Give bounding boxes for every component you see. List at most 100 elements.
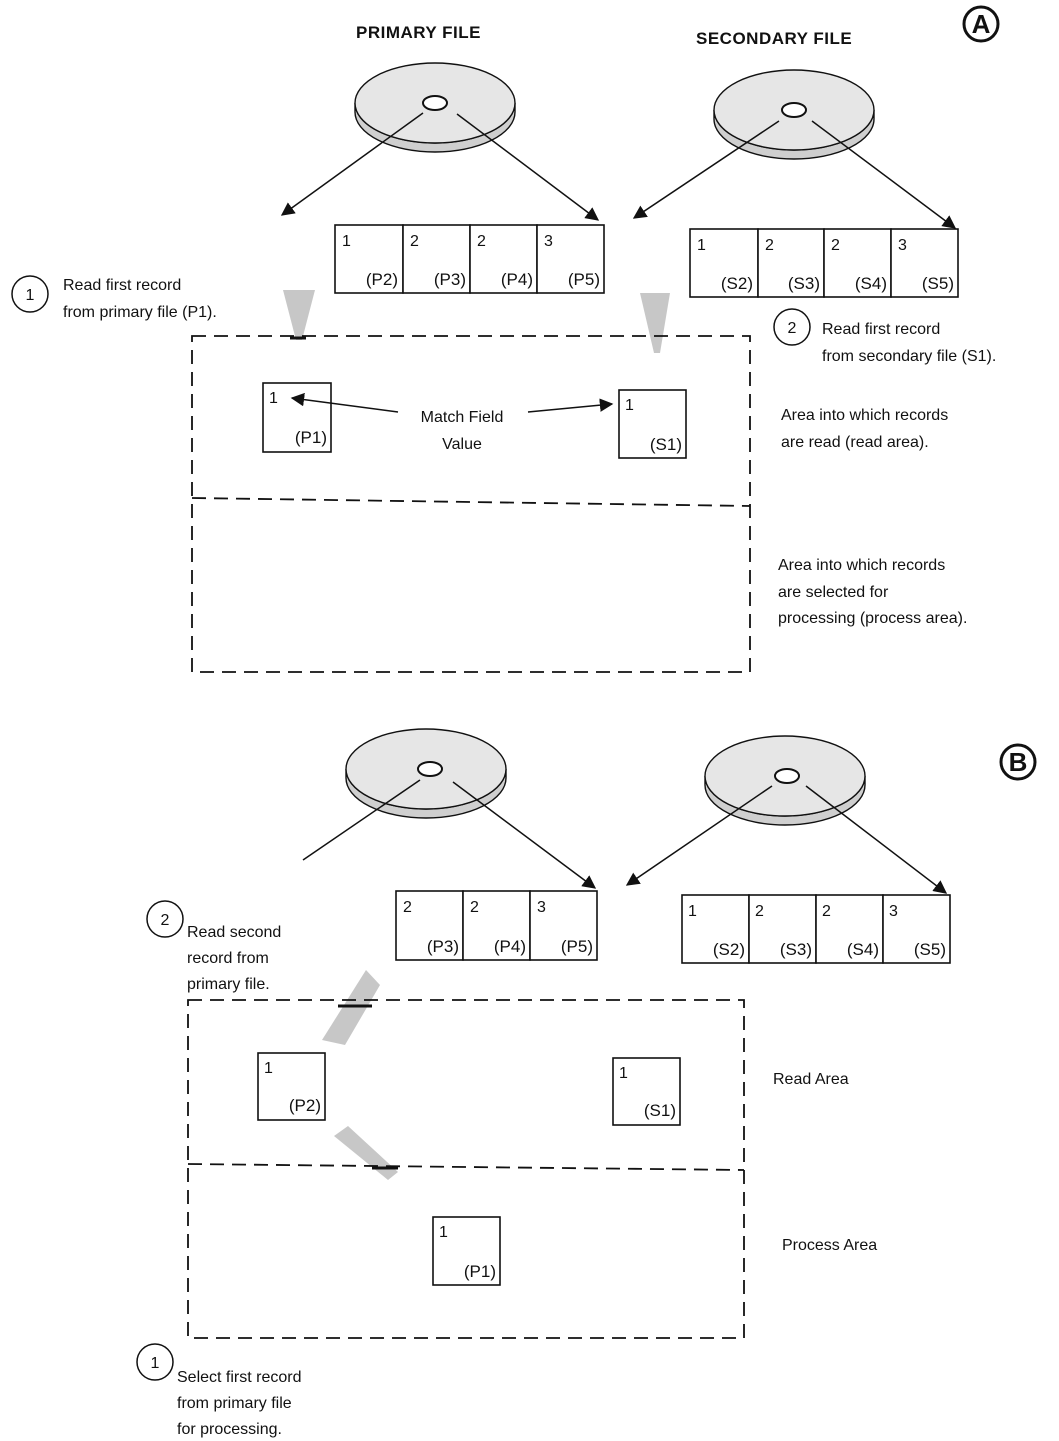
record-id: (P1)	[464, 1262, 496, 1281]
panel-a-label: A	[964, 7, 998, 41]
record-id: (S3)	[788, 274, 820, 293]
primary-record-strip: 2 (P3) 2 (P4) 3 (P5)	[396, 891, 597, 960]
record-id: (S5)	[914, 940, 946, 959]
step-2-note: 2 Read first record from secondary file …	[774, 309, 996, 365]
secondary-read-arrow-left	[627, 786, 772, 885]
secondary-read-arrow-right	[812, 121, 955, 228]
read-beam-primary	[283, 290, 315, 340]
desc-line: processing (process area).	[778, 610, 967, 627]
desc-line: are read (read area).	[781, 434, 929, 451]
panel-b-areas	[188, 1000, 744, 1338]
record-cell: 2 (S4)	[816, 895, 883, 963]
record-id: (P5)	[568, 270, 600, 289]
step-text-line: Read first record	[822, 321, 940, 338]
step-number: 2	[788, 320, 797, 337]
primary-read-arrow-left	[282, 113, 423, 215]
secondary-file-title: SECONDARY FILE	[696, 29, 852, 48]
record-id: (P3)	[434, 270, 466, 289]
record-id: (P4)	[501, 270, 533, 289]
step-1-note: 1 Read first record from primary file (P…	[12, 276, 217, 321]
record-id: (P2)	[366, 270, 398, 289]
record-value: 2	[477, 233, 486, 250]
match-field-label: Match Field Value	[421, 409, 504, 453]
step-text-line: Read first record	[63, 277, 181, 294]
match-label-line: Match Field	[421, 409, 504, 426]
record-cell: 3 (S5)	[883, 895, 950, 963]
record-cell: 2 (P3)	[403, 225, 470, 293]
secondary-record-strip: 1 (S2) 2 (S3) 2 (S4) 3 (S5)	[690, 229, 958, 297]
step-text-line: Select first record	[177, 1369, 301, 1386]
record-cell: 2 (P3)	[396, 891, 463, 960]
step-text-line: from secondary file (S1).	[822, 348, 996, 365]
step-number: 1	[26, 287, 35, 304]
primary-record-strip: 1 (P2) 2 (P3) 2 (P4) 3 (P5)	[335, 225, 604, 293]
step-text-line: for processing.	[177, 1421, 282, 1438]
step-text-line: from primary file (P1).	[63, 304, 217, 321]
record-id: (S3)	[780, 940, 812, 959]
record-id: (S2)	[713, 940, 745, 959]
record-cell: 2 (S3)	[758, 229, 824, 297]
record-value: 2	[403, 899, 412, 916]
record-id: (P4)	[494, 937, 526, 956]
primary-read-arrow-right	[453, 782, 595, 888]
record-cell: 2 (S3)	[749, 895, 816, 963]
record-cell: 3 (P5)	[530, 891, 597, 960]
read-area-description: Area into which records are read (read a…	[781, 407, 948, 451]
secondary-read-arrow-right	[806, 786, 946, 893]
record-value: 2	[765, 237, 774, 254]
process-record: 1 (P1)	[433, 1217, 500, 1285]
read-record-primary: 1 (P1)	[263, 383, 331, 452]
record-value: 2	[470, 899, 479, 916]
record-cell: 1 (S2)	[682, 895, 749, 963]
panel-letter-b: B	[1009, 747, 1028, 777]
record-id: (S4)	[847, 940, 879, 959]
record-cell: 2 (S4)	[824, 229, 891, 297]
record-value: 2	[755, 903, 764, 920]
primary-read-arrow-right	[457, 114, 598, 220]
panel-a: PRIMARY FILE SECONDARY FILE A 1	[12, 7, 998, 672]
desc-line: are selected for	[778, 584, 889, 601]
panel-b-label: B	[1001, 745, 1035, 779]
step-2-note: 2 Read second record from primary file.	[147, 901, 281, 993]
record-id: (S4)	[855, 274, 887, 293]
read-record-secondary: 1 (S1)	[613, 1058, 680, 1125]
record-cell: 3 (P5)	[537, 225, 604, 293]
primary-file-title: PRIMARY FILE	[356, 23, 481, 42]
record-value: 2	[410, 233, 419, 250]
record-id: (P3)	[427, 937, 459, 956]
panel-letter-a: A	[972, 9, 991, 39]
record-value: 3	[537, 899, 546, 916]
record-id: (P5)	[561, 937, 593, 956]
record-value: 2	[822, 903, 831, 920]
step-number: 1	[151, 1355, 160, 1372]
match-label-line: Value	[442, 436, 482, 453]
step-text-line: record from	[187, 950, 269, 967]
record-cell: 3 (S5)	[891, 229, 958, 297]
record-value: 1	[439, 1224, 448, 1241]
step-1-note: 1 Select first record from primary file …	[137, 1344, 301, 1438]
record-value: 1	[697, 237, 706, 254]
record-id: (P2)	[289, 1096, 321, 1115]
record-id: (S2)	[721, 274, 753, 293]
record-cell: 2 (P4)	[463, 891, 530, 960]
process-area-description: Area into which records are selected for…	[778, 557, 967, 627]
record-id: (P1)	[295, 428, 327, 447]
secondary-disk-icon	[705, 736, 865, 825]
process-beam	[334, 1126, 398, 1180]
read-beam-secondary	[640, 293, 670, 353]
record-value: 1	[625, 397, 634, 414]
match-arrow-secondary	[528, 404, 612, 412]
desc-line: Area into which records	[781, 407, 948, 424]
primary-disk-icon	[346, 729, 506, 818]
step-text-line: Read second	[187, 924, 281, 941]
record-value: 1	[269, 390, 278, 407]
step-number: 2	[161, 912, 170, 929]
process-area-label: Process Area	[782, 1237, 877, 1254]
record-value: 1	[342, 233, 351, 250]
record-id: (S1)	[644, 1101, 676, 1120]
record-value: 2	[831, 237, 840, 254]
record-cell: 1 (P2)	[335, 225, 403, 293]
secondary-record-strip: 1 (S2) 2 (S3) 2 (S4) 3 (S5)	[682, 895, 950, 963]
record-value: 1	[688, 903, 697, 920]
